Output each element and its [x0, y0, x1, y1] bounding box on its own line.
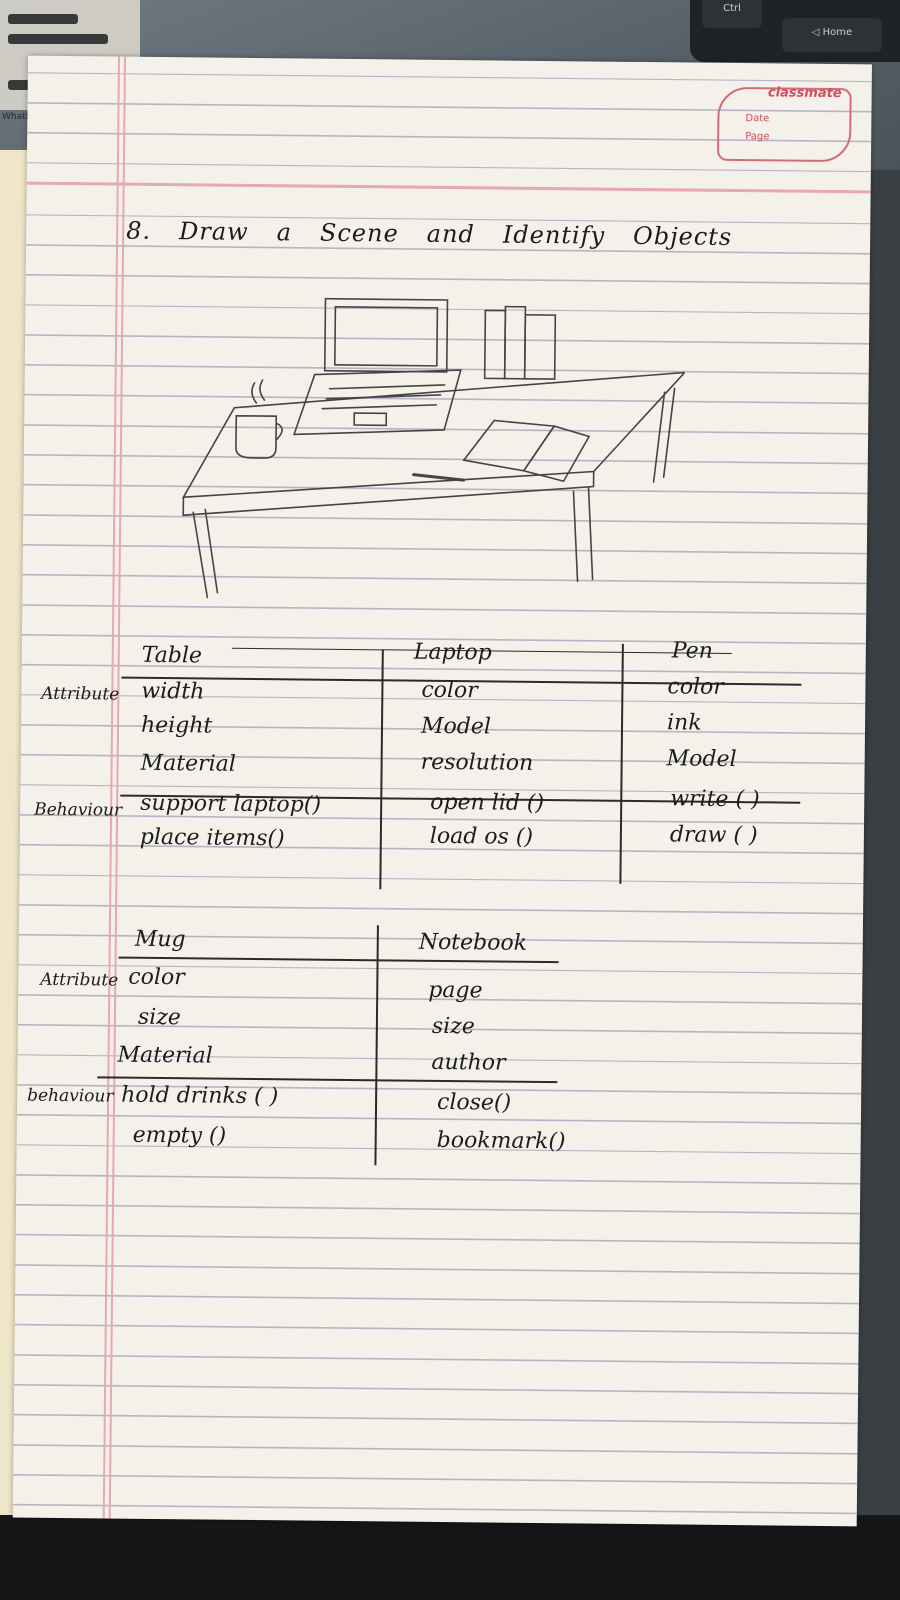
- behaviour-cell: place items(): [139, 824, 285, 852]
- behaviour-label: Behaviour: [34, 799, 123, 821]
- attribute-cell: resolution: [420, 749, 534, 776]
- behaviour-cell: load os (): [429, 823, 534, 850]
- laptop-base: [292, 369, 462, 436]
- book: [523, 313, 557, 380]
- page-label: Page: [745, 131, 770, 143]
- attribute-cell: color: [667, 674, 724, 700]
- behaviour-cell: empty (): [132, 1122, 227, 1149]
- behaviour-cell: open lid (): [430, 789, 545, 817]
- table-top: [181, 371, 686, 499]
- column-header: Laptop: [413, 639, 492, 666]
- column-header: Mug: [134, 926, 186, 953]
- book: [483, 309, 507, 380]
- column-header: Pen: [671, 638, 713, 664]
- date-label: Date: [745, 113, 770, 125]
- attribute-cell: color: [421, 677, 478, 704]
- title-word: a: [276, 218, 293, 247]
- column-header: Notebook: [418, 929, 528, 956]
- table-edge: [182, 470, 595, 517]
- laptop-display: [333, 306, 439, 367]
- laptop-screen: [323, 297, 449, 373]
- attribute-cell: ink: [666, 710, 702, 736]
- home-key: ◁ Home: [782, 18, 882, 52]
- attribute-cell: Material: [140, 750, 236, 777]
- title-word: Scene: [319, 218, 399, 248]
- attribute-cell: width: [141, 678, 205, 705]
- attribute-label: Attribute: [41, 683, 120, 705]
- title-word: Draw: [178, 217, 249, 246]
- attribute-cell: size: [431, 1013, 475, 1040]
- behaviour-label: behaviour: [27, 1085, 114, 1107]
- table-leg: [652, 387, 676, 483]
- laptop-keys: [321, 384, 446, 410]
- behaviour-cell: support laptop(): [140, 790, 322, 818]
- pen: [412, 473, 466, 482]
- table-leg: [192, 508, 219, 599]
- column-header: Table: [141, 642, 203, 669]
- table-leg: [572, 486, 594, 583]
- attribute-cell: color: [128, 964, 185, 991]
- keyboard: Ctrl ◁ Home: [690, 0, 900, 62]
- mug: [235, 414, 278, 459]
- title-word: 8.: [126, 216, 152, 245]
- behaviour-cell: bookmark(): [436, 1127, 566, 1155]
- desk-sketch: [181, 297, 686, 599]
- brand-name: classmate: [767, 85, 842, 102]
- brand-stamp: classmate Date Page: [716, 85, 852, 163]
- bottom-shadow: [0, 1515, 900, 1600]
- attribute-cell: Material: [117, 1042, 213, 1069]
- attribute-cell: Model: [420, 713, 492, 740]
- attribute-cell: height: [140, 712, 213, 739]
- mug-handle: [275, 422, 283, 441]
- behaviour-cell: close(): [436, 1089, 512, 1116]
- attribute-cell: size: [137, 1004, 182, 1031]
- attribute-label: Attribute: [40, 969, 119, 991]
- touchpad: [353, 412, 388, 427]
- behaviour-cell: draw ( ): [669, 822, 758, 849]
- title-word: Identify: [502, 220, 606, 250]
- attribute-cell: page: [428, 977, 483, 1004]
- book: [503, 305, 527, 380]
- title-word: Objects: [632, 221, 733, 251]
- behaviour-cell: hold drinks ( ): [121, 1082, 279, 1110]
- sticker-label: WhatF: [2, 112, 31, 122]
- attribute-cell: Model: [666, 746, 737, 773]
- title-word: and: [426, 219, 476, 249]
- behaviour-cell: write ( ): [670, 786, 760, 813]
- steam: [251, 379, 266, 404]
- ctrl-key: Ctrl: [702, 0, 762, 28]
- attribute-cell: author: [431, 1049, 506, 1076]
- open-book-right: [522, 425, 591, 483]
